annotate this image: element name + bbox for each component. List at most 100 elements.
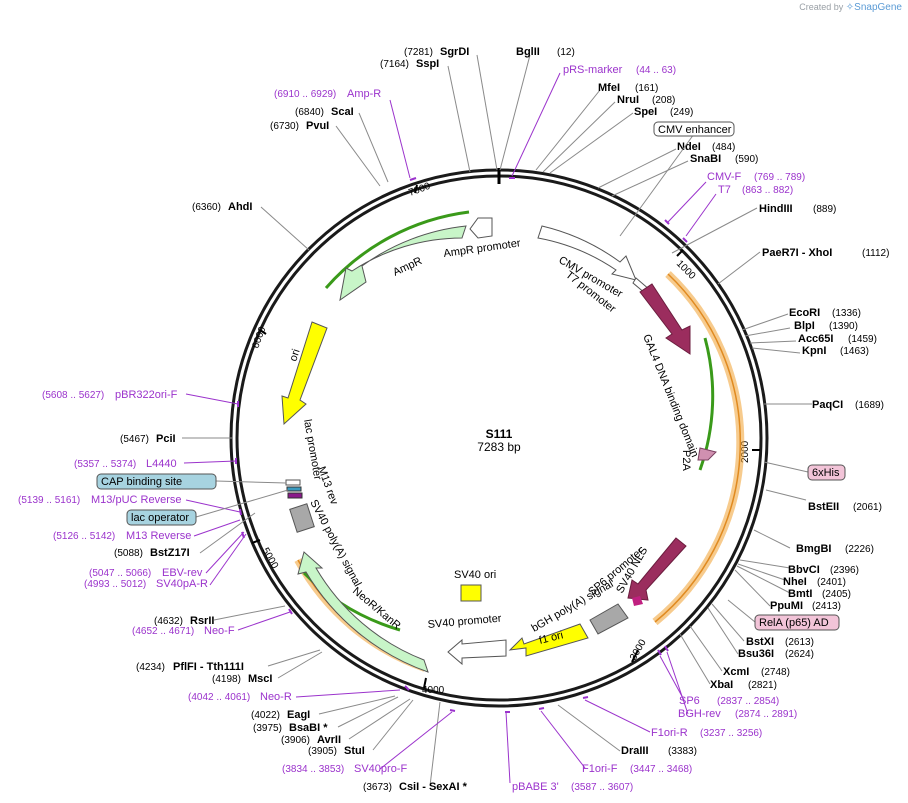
enzyme-blpi-name: BlpI bbox=[794, 320, 815, 332]
his-tag-box bbox=[807, 464, 846, 481]
credit-prefix: Created by bbox=[799, 2, 844, 12]
neor-feature bbox=[297, 551, 429, 673]
primer-sp6-name: SP6 bbox=[679, 695, 700, 707]
enzyme-sgrdi-pos: (7281) bbox=[404, 47, 433, 58]
primer-neo-f-pos: (4652 .. 4671) bbox=[132, 626, 194, 637]
enzyme-draiii-pos: (3383) bbox=[668, 746, 697, 757]
cmv-enhancer-box bbox=[653, 121, 735, 137]
plasmid-name: S111 bbox=[486, 427, 513, 441]
enzyme-scai-pos: (6840) bbox=[295, 107, 324, 118]
enzyme-pcii-name: PciI bbox=[156, 433, 176, 445]
primer-t7-pos: (863 .. 882) bbox=[742, 185, 793, 196]
enzyme-stui-pos: (3905) bbox=[308, 746, 337, 757]
enzyme-acc65i-name: Acc65I bbox=[798, 333, 833, 345]
enzyme-bbvci-name: BbvCI bbox=[788, 564, 820, 576]
ori-feature bbox=[281, 321, 328, 426]
sv40-polya-feature bbox=[289, 503, 315, 533]
enzyme-nrui-name: NruI bbox=[617, 94, 639, 106]
ampr-promoter-feature bbox=[469, 217, 493, 239]
enzyme-eagi-pos: (4022) bbox=[251, 710, 280, 721]
lac-promoter-feature bbox=[287, 492, 303, 499]
lac-operator-leader bbox=[195, 489, 289, 518]
sv40-ori-feature bbox=[460, 584, 482, 602]
cmv-enhancer-leader bbox=[619, 133, 695, 237]
enzyme-sspi-pos: (7164) bbox=[380, 59, 409, 70]
enzyme-bsu36i-pos: (2624) bbox=[785, 649, 814, 660]
enzyme-bstxi-name: BstXI bbox=[746, 636, 774, 648]
ampr-promoter-label: AmpR promoter bbox=[443, 237, 522, 260]
primer-neo-r-pos: (4042 .. 4061) bbox=[188, 692, 250, 703]
primer-sv40pro-f-pos: (3834 .. 3853) bbox=[282, 764, 344, 775]
cap-leader bbox=[215, 480, 287, 484]
primer-cmv-f-pos: (769 .. 789) bbox=[754, 172, 805, 183]
enzyme-bmti-name: BmtI bbox=[788, 588, 812, 600]
enzyme-ecori-name: EcoRI bbox=[789, 307, 820, 319]
primer-m13-puc-reverse-name: M13/pUC Reverse bbox=[91, 494, 181, 506]
sv40-ori-label: SV40 ori bbox=[454, 569, 496, 581]
enzyme-bstz17i-pos: (5088) bbox=[114, 548, 143, 559]
enzyme-csii-pos: (3673) bbox=[363, 782, 392, 793]
primer-l4440-name: L4440 bbox=[146, 458, 177, 470]
plasmid-length: 7283 bp bbox=[477, 440, 521, 454]
enzyme-bsabi-name: BsaBI * bbox=[289, 722, 328, 734]
enzyme-ndei-name: NdeI bbox=[677, 141, 701, 153]
enzyme-eagi-name: EagI bbox=[287, 709, 310, 721]
cap-binding-site-label: CAP binding site bbox=[101, 476, 182, 488]
enzyme-spei-name: SpeI bbox=[634, 106, 657, 118]
primer-ebv-rev-pos: (5047 .. 5066) bbox=[89, 568, 151, 579]
enzyme-nhei-pos: (2401) bbox=[817, 577, 846, 588]
gal4-orf-arc-outer-edge bbox=[654, 273, 742, 623]
enzyme-bsabi-pos: (3975) bbox=[253, 723, 282, 734]
enzyme-sspi-name: SspI bbox=[416, 58, 439, 70]
enzyme-spei-pos: (249) bbox=[670, 107, 693, 118]
enzyme-xbai-pos: (2821) bbox=[748, 680, 777, 691]
enzyme-bmgbi-name: BmgBI bbox=[796, 543, 831, 555]
primer-m13-reverse-pos: (5126 .. 5142) bbox=[53, 531, 115, 542]
enzyme-kpni-name: KpnI bbox=[802, 345, 826, 357]
ampr-label: AmpR bbox=[391, 255, 424, 279]
enzyme-blpi-pos: (1390) bbox=[829, 321, 858, 332]
enzyme-mfei-name: MfeI bbox=[598, 82, 620, 94]
enzyme-nhei-name: NheI bbox=[783, 576, 807, 588]
enzyme-mfei-pos: (161) bbox=[635, 83, 658, 94]
enzyme-bbvci-pos: (2396) bbox=[830, 565, 859, 576]
enzyme-paer7i-xhoi-name: PaeR7I - XhoI bbox=[762, 247, 832, 259]
enzyme-msci-name: MscI bbox=[248, 673, 272, 685]
enzyme-draiii-name: DraIII bbox=[621, 745, 649, 757]
enzyme-pvui-pos: (6730) bbox=[270, 121, 299, 132]
enzyme-bstz17i-name: BstZ17I bbox=[150, 547, 190, 559]
enzyme-xcmi-pos: (2748) bbox=[761, 667, 790, 678]
primer-t7-name: T7 bbox=[718, 184, 731, 196]
enzyme-ppumi-name: PpuMI bbox=[770, 600, 803, 612]
enzyme-paer7i-xhoi-pos: (1112) bbox=[862, 248, 889, 259]
enzyme-scai-name: ScaI bbox=[331, 106, 354, 118]
enzyme-msci-pos: (4198) bbox=[212, 674, 241, 685]
gal4-label: GAL4 DNA binding domain bbox=[640, 333, 700, 459]
enzyme-bsu36i-name: Bsu36I bbox=[738, 648, 774, 660]
primer-bgh-rev-name: BGH-rev bbox=[678, 708, 721, 720]
gal4-feature bbox=[639, 283, 691, 355]
enzyme-pflfi-pos: (4234) bbox=[136, 662, 165, 673]
primer-f1ori-f-name: F1ori-F bbox=[582, 763, 618, 775]
primer-pbr322ori-f-pos: (5608 .. 5627) bbox=[42, 390, 104, 401]
enzyme-leader-lines bbox=[182, 54, 812, 787]
primer-sv40pa-r-name: SV40pA-R bbox=[156, 578, 208, 590]
enzyme-snabi-pos: (590) bbox=[735, 154, 758, 165]
enzyme-nrui-pos: (208) bbox=[652, 95, 675, 106]
primer-neo-f-name: Neo-F bbox=[204, 625, 235, 637]
p2a-feature bbox=[697, 447, 717, 461]
primer-f1ori-r-name: F1ori-R bbox=[651, 727, 688, 739]
bgh-polya-feature bbox=[589, 603, 629, 635]
primer-prs-marker-name: pRS-marker bbox=[563, 64, 623, 76]
tick-5000: 5000 bbox=[259, 546, 280, 571]
sv40-nls-mark bbox=[632, 596, 643, 606]
lac-operator-label: lac operator bbox=[131, 512, 189, 524]
f1-ori-label: f1 ori bbox=[538, 629, 565, 647]
rela-leader bbox=[727, 599, 756, 623]
enzyme-pcii-pos: (5467) bbox=[120, 434, 149, 445]
primer-amp-r-name: Amp-R bbox=[347, 88, 381, 100]
rela-box bbox=[754, 614, 840, 631]
tick-3000: 3000 bbox=[628, 637, 649, 662]
primer-marks bbox=[235, 177, 688, 713]
